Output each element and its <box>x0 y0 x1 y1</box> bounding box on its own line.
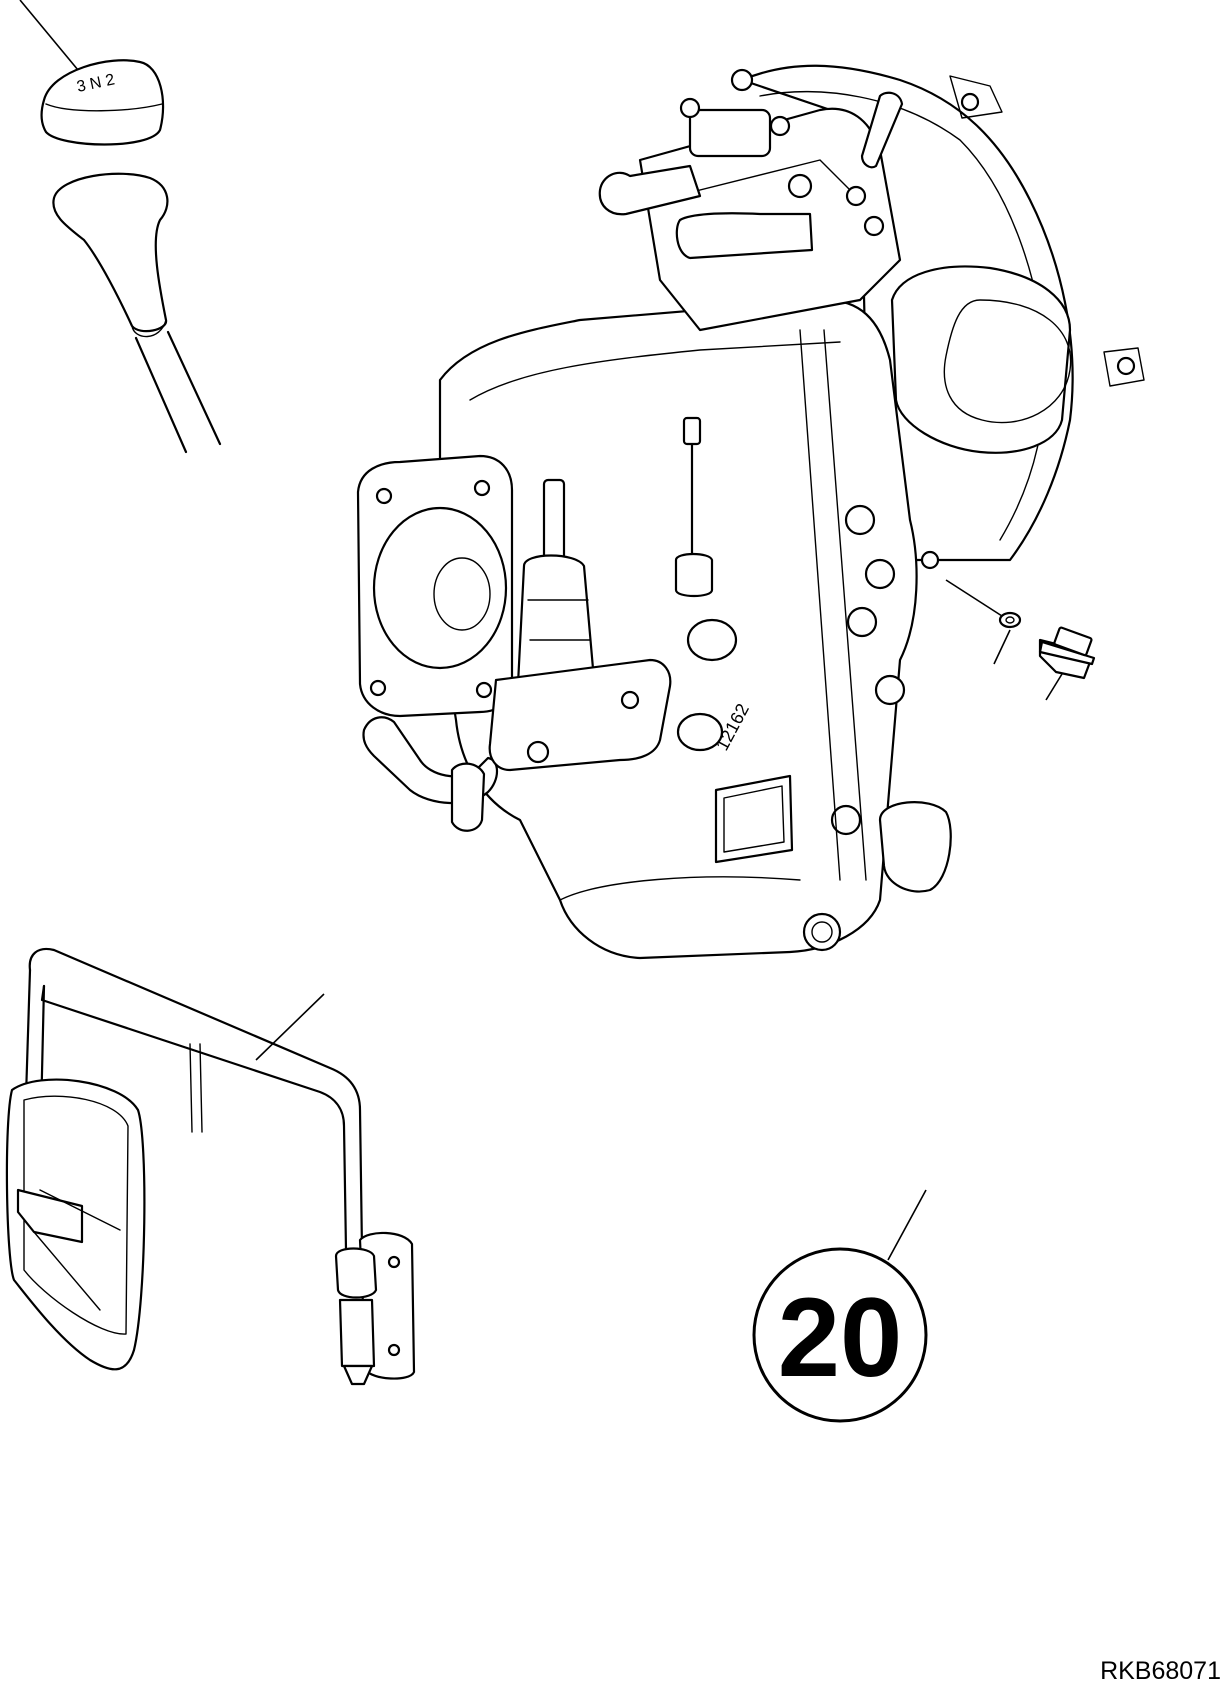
rear-view-mirror <box>5 947 416 1386</box>
shift-lever <box>52 172 222 454</box>
group-number-badge: 20 <box>752 1189 928 1423</box>
bolt <box>945 579 1096 701</box>
group-number: 20 <box>778 1275 903 1400</box>
transmission-assembly: 12162 <box>356 64 1145 960</box>
drawing-code: RKB68071 <box>1100 1657 1221 1685</box>
washer <box>993 611 1022 665</box>
shift-knob-cap: 3 N 2 <box>19 0 165 146</box>
